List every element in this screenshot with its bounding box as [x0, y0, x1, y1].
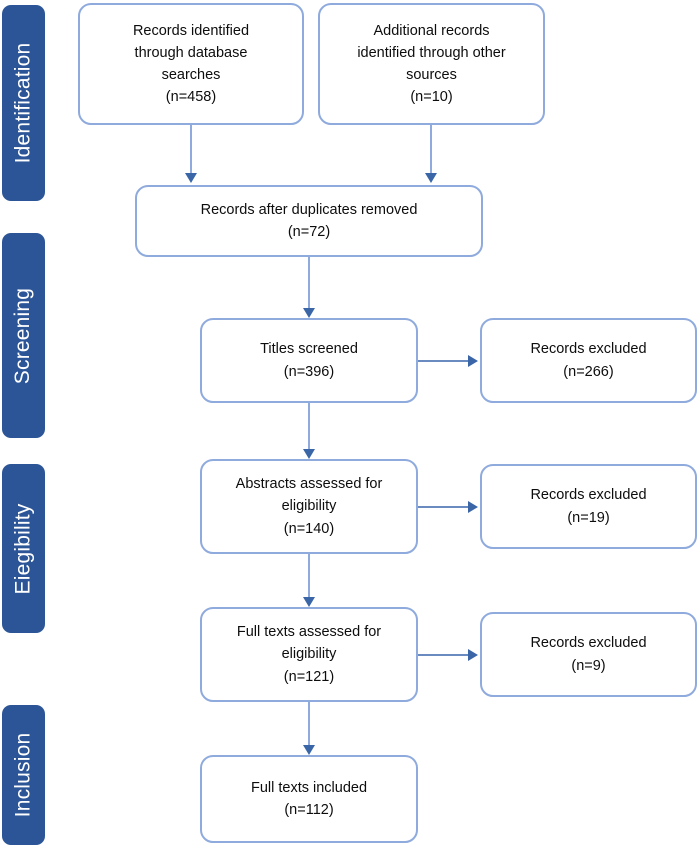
- box-abstracts-assessed-eligibility-text: Abstracts assessed for eligibility (n=14…: [235, 476, 383, 537]
- box-full-texts-assessed-eligibility-text: Full texts assessed for eligibility (n=1…: [236, 624, 382, 685]
- arrowhead-abstracts-to-fulltexts-icon: [303, 597, 315, 607]
- box-additional-records-other-sources: Additional records identified through ot…: [318, 3, 545, 125]
- box-additional-records-other-sources-text: Additional records identified through ot…: [357, 22, 506, 106]
- arrowhead-fulltexts-to-included-icon: [303, 745, 315, 755]
- arrowhead-abstracts-to-excluded-icon: [468, 501, 478, 513]
- stage-label-identification: Identification: [11, 42, 35, 164]
- stage-bar-identification: Identification: [2, 5, 45, 201]
- stage-label-eligibility: Eiegibility: [11, 503, 35, 594]
- box-records-excluded-abstracts-text: Records excluded (n=19): [530, 487, 647, 526]
- connector-fulltexts-to-included: [308, 702, 310, 747]
- stage-bar-screening: Screening: [2, 233, 45, 438]
- box-full-texts-included-text: Full texts included (n=112): [250, 779, 368, 818]
- box-records-excluded-titles-text: Records excluded (n=266): [530, 341, 647, 380]
- connector-database-to-duplicates: [190, 125, 192, 175]
- arrowhead-titles-to-excluded-icon: [468, 355, 478, 367]
- box-records-excluded-abstracts: Records excluded (n=19): [480, 464, 697, 549]
- connector-titles-to-abstracts: [308, 403, 310, 451]
- stage-label-screening: Screening: [11, 287, 35, 384]
- stage-bar-eligibility: Eiegibility: [2, 464, 45, 633]
- connector-fulltexts-to-excluded: [418, 654, 470, 656]
- box-full-texts-assessed-eligibility: Full texts assessed for eligibility (n=1…: [200, 607, 418, 702]
- box-titles-screened: Titles screened (n=396): [200, 318, 418, 403]
- arrowhead-fulltexts-to-excluded-icon: [468, 649, 478, 661]
- stage-bar-inclusion: Inclusion: [2, 705, 45, 845]
- box-records-after-duplicates-removed-text: Records after duplicates removed (n=72): [200, 201, 418, 240]
- connector-duplicates-to-titles: [308, 257, 310, 310]
- box-records-identified-database: Records identified through database sear…: [78, 3, 304, 125]
- stage-label-inclusion: Inclusion: [11, 732, 35, 818]
- box-abstracts-assessed-eligibility: Abstracts assessed for eligibility (n=14…: [200, 459, 418, 554]
- arrowhead-duplicates-to-titles-icon: [303, 308, 315, 318]
- connector-other-sources-to-duplicates: [430, 125, 432, 175]
- box-records-identified-database-text: Records identified through database sear…: [132, 22, 250, 106]
- arrowhead-titles-to-abstracts-icon: [303, 449, 315, 459]
- connector-abstracts-to-excluded: [418, 506, 470, 508]
- arrowhead-other-sources-to-duplicates-icon: [425, 173, 437, 183]
- box-records-excluded-fulltexts: Records excluded (n=9): [480, 612, 697, 697]
- box-records-excluded-fulltexts-text: Records excluded (n=9): [530, 635, 647, 674]
- box-titles-screened-text: Titles screened (n=396): [260, 341, 358, 380]
- connector-titles-to-excluded: [418, 360, 470, 362]
- box-records-excluded-titles: Records excluded (n=266): [480, 318, 697, 403]
- arrowhead-database-to-duplicates-icon: [185, 173, 197, 183]
- box-records-after-duplicates-removed: Records after duplicates removed (n=72): [135, 185, 483, 257]
- box-full-texts-included: Full texts included (n=112): [200, 755, 418, 843]
- connector-abstracts-to-fulltexts: [308, 554, 310, 599]
